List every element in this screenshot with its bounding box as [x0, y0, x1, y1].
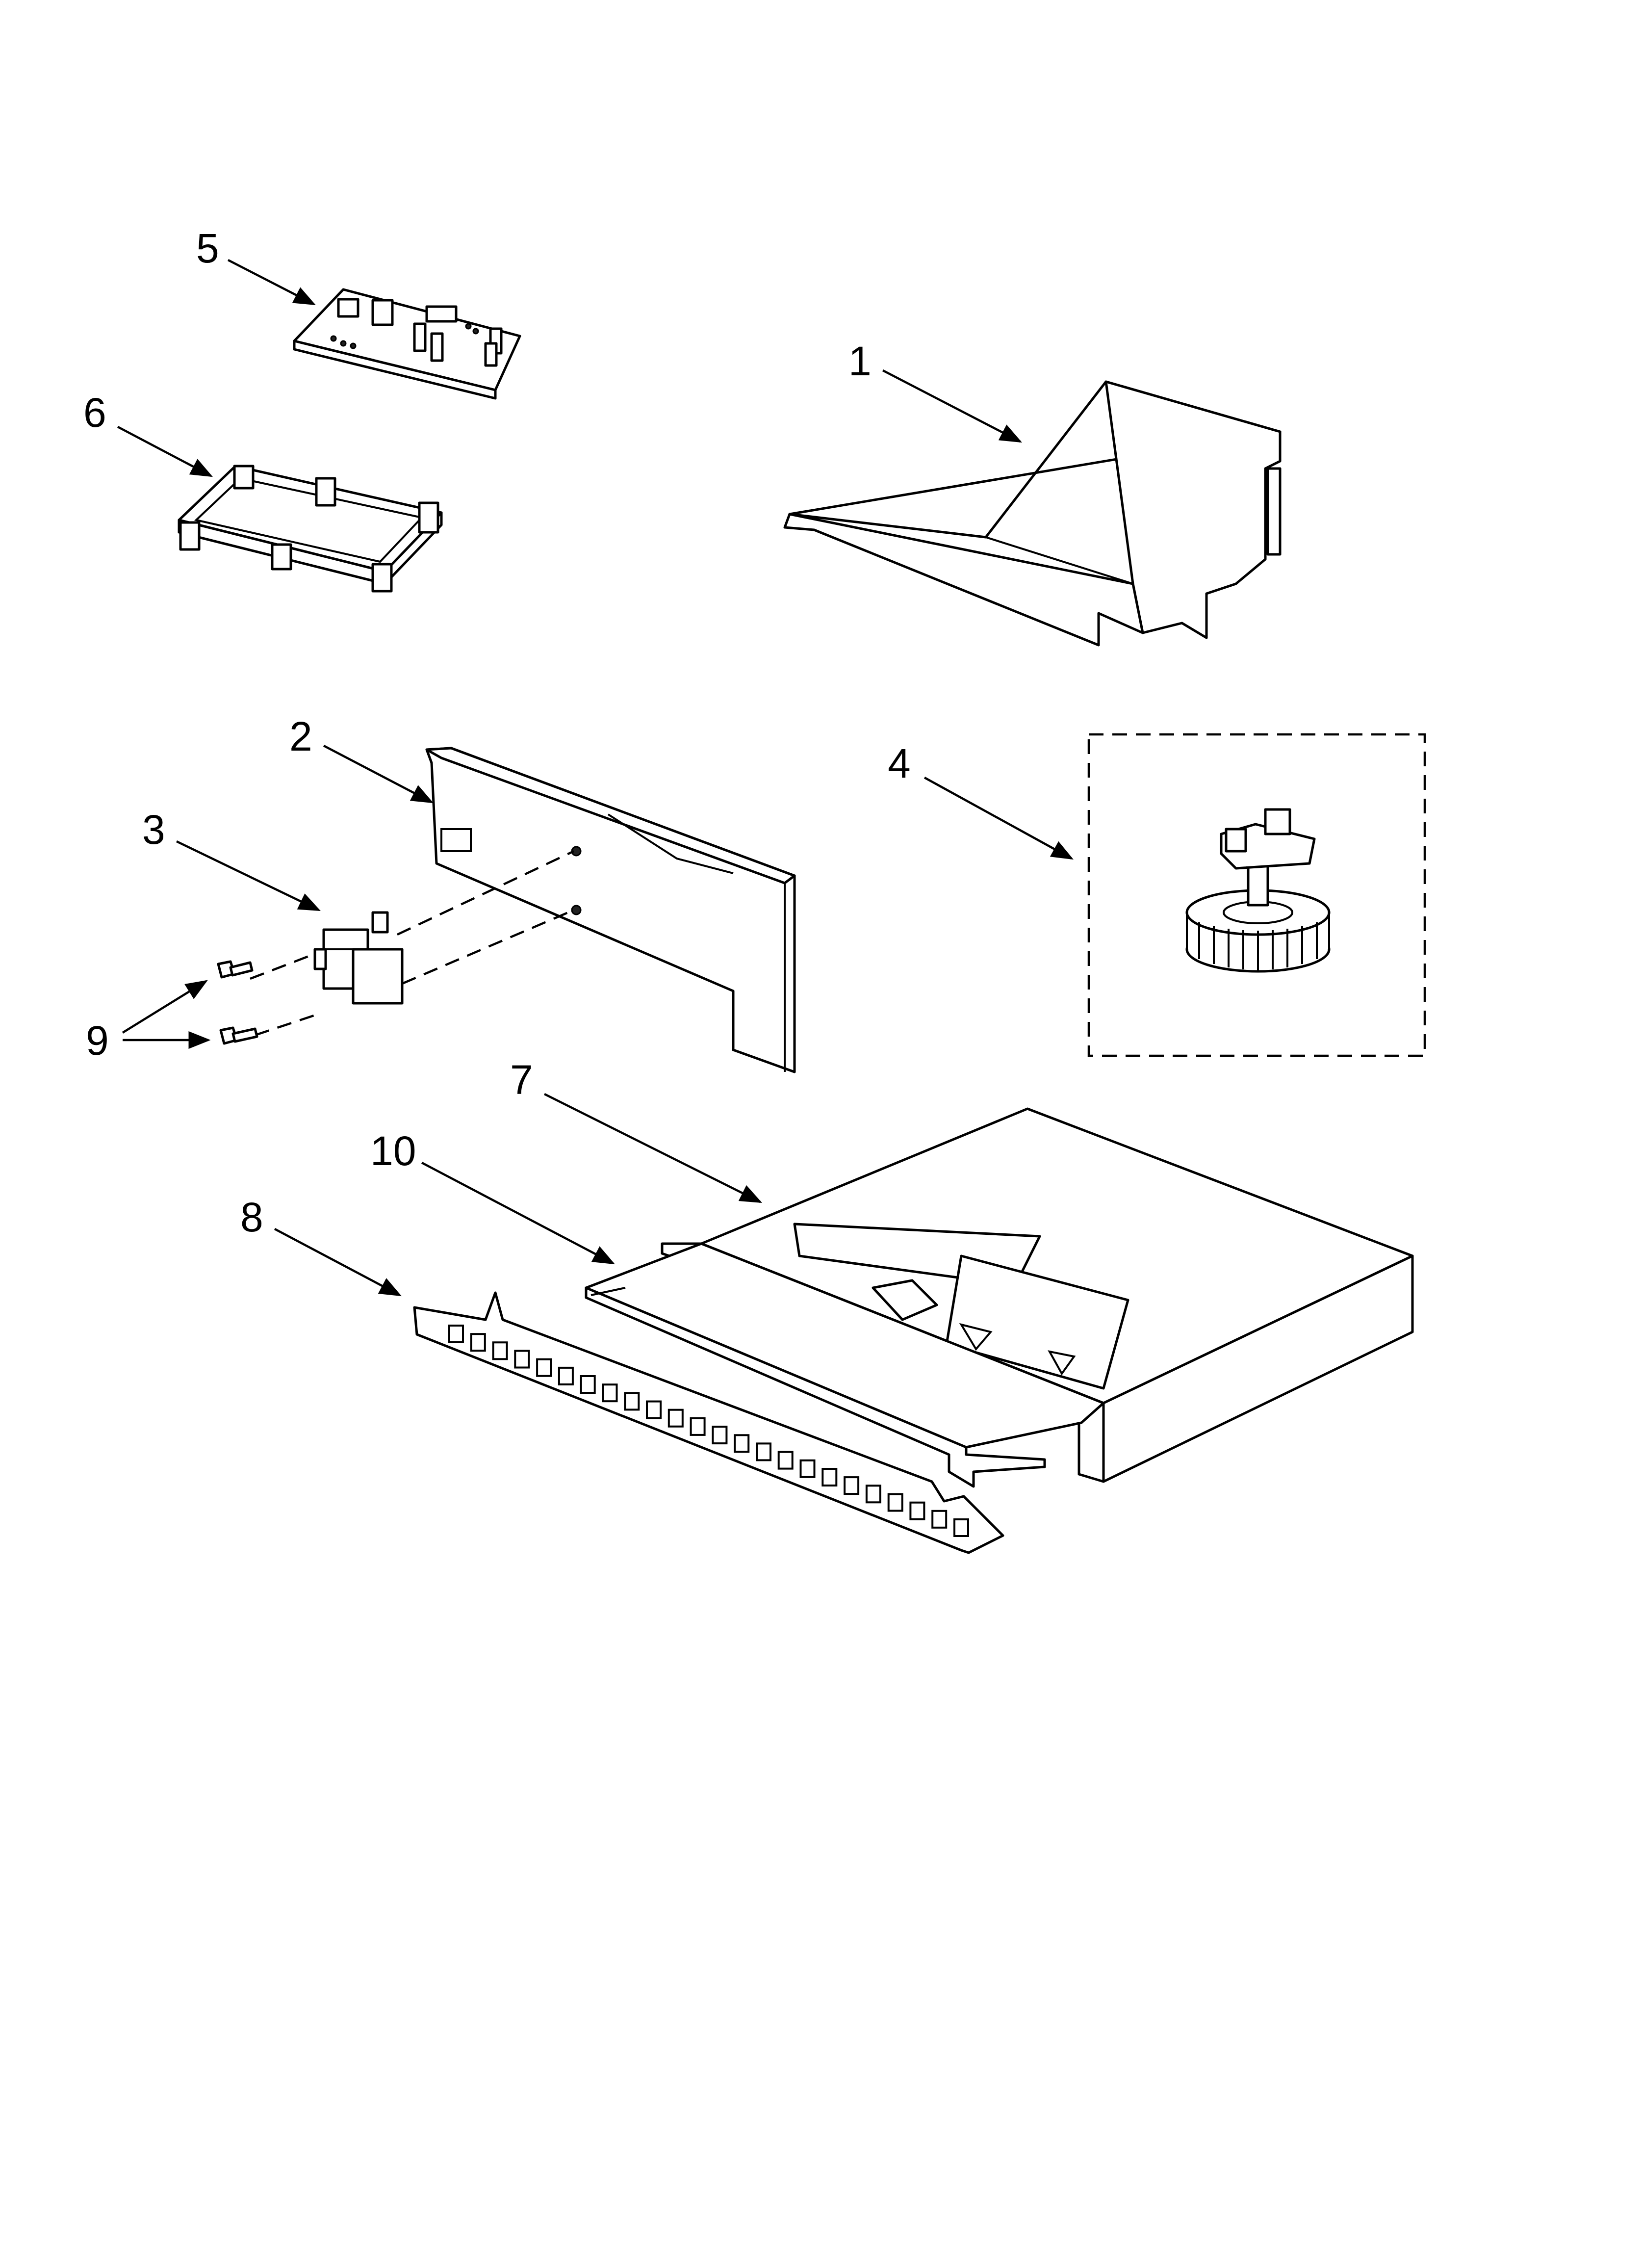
grille-slot [756, 1442, 771, 1461]
leader-3 [176, 840, 321, 912]
callout-5: 5 [196, 225, 219, 271]
part-8-grille [413, 1291, 1004, 1554]
grille-slot [470, 1333, 486, 1352]
part-9-screw-lower [219, 1026, 258, 1045]
grille-slot [887, 1493, 903, 1512]
grille-slot [844, 1476, 860, 1495]
grille-slot [492, 1341, 508, 1360]
leader-10 [421, 1162, 615, 1265]
leader-8 [274, 1228, 402, 1297]
callout-6: 6 [83, 390, 106, 436]
grille-slot [624, 1392, 640, 1411]
callout-2: 2 [289, 713, 312, 759]
part-1-duct-cover [783, 380, 1282, 647]
part-5-control-board [293, 288, 521, 400]
grille-slot [931, 1510, 948, 1529]
callout-9: 9 [86, 1017, 109, 1064]
leader-6 [117, 426, 213, 477]
grille-slot [777, 1451, 794, 1470]
grille-slot [909, 1501, 925, 1520]
leader-9-upper [122, 980, 208, 1034]
part-6-board-frame [178, 465, 443, 593]
leader-lines [117, 259, 1074, 1297]
callout-4: 4 [888, 740, 911, 786]
grille-slot [821, 1468, 838, 1486]
part-10-bottom-plate [585, 1242, 1105, 1488]
grille-slot [799, 1459, 816, 1478]
part-2-panel [425, 747, 796, 1073]
callout-8: 8 [240, 1194, 263, 1240]
fastener-path-lower [402, 909, 574, 985]
grille-slot [558, 1366, 574, 1385]
part-9-screw-upper [217, 960, 254, 979]
grille-slot [602, 1383, 618, 1403]
screw-path-upper [250, 953, 314, 980]
grille-slot [580, 1375, 596, 1394]
grille-slot [646, 1400, 662, 1419]
grille-slot [712, 1426, 728, 1445]
grille-slot [690, 1417, 706, 1436]
callout-labels: 5 6 1 2 3 4 9 7 10 8 [83, 225, 911, 1240]
grille-slot [536, 1358, 552, 1377]
grille-slot [865, 1485, 881, 1504]
callout-1: 1 [848, 338, 872, 384]
part-3-transformer [313, 911, 404, 1005]
leader-1 [882, 369, 1022, 443]
leader-4 [924, 777, 1074, 860]
fastener-path-upper [397, 850, 574, 936]
part-4-fan-assembly [1087, 733, 1426, 1057]
grille-slot [448, 1325, 464, 1343]
leader-2 [323, 745, 434, 804]
grille-slot [953, 1518, 969, 1537]
grille-slot [667, 1408, 684, 1428]
grille-slot [514, 1350, 530, 1369]
grille-slots [448, 1325, 969, 1537]
leader-7 [543, 1093, 763, 1203]
grille-slot [734, 1434, 750, 1453]
callout-3: 3 [142, 807, 165, 853]
callout-7: 7 [510, 1057, 533, 1103]
screw-path-lower [255, 1014, 314, 1037]
callout-10: 10 [370, 1128, 416, 1174]
leader-5 [227, 259, 316, 306]
